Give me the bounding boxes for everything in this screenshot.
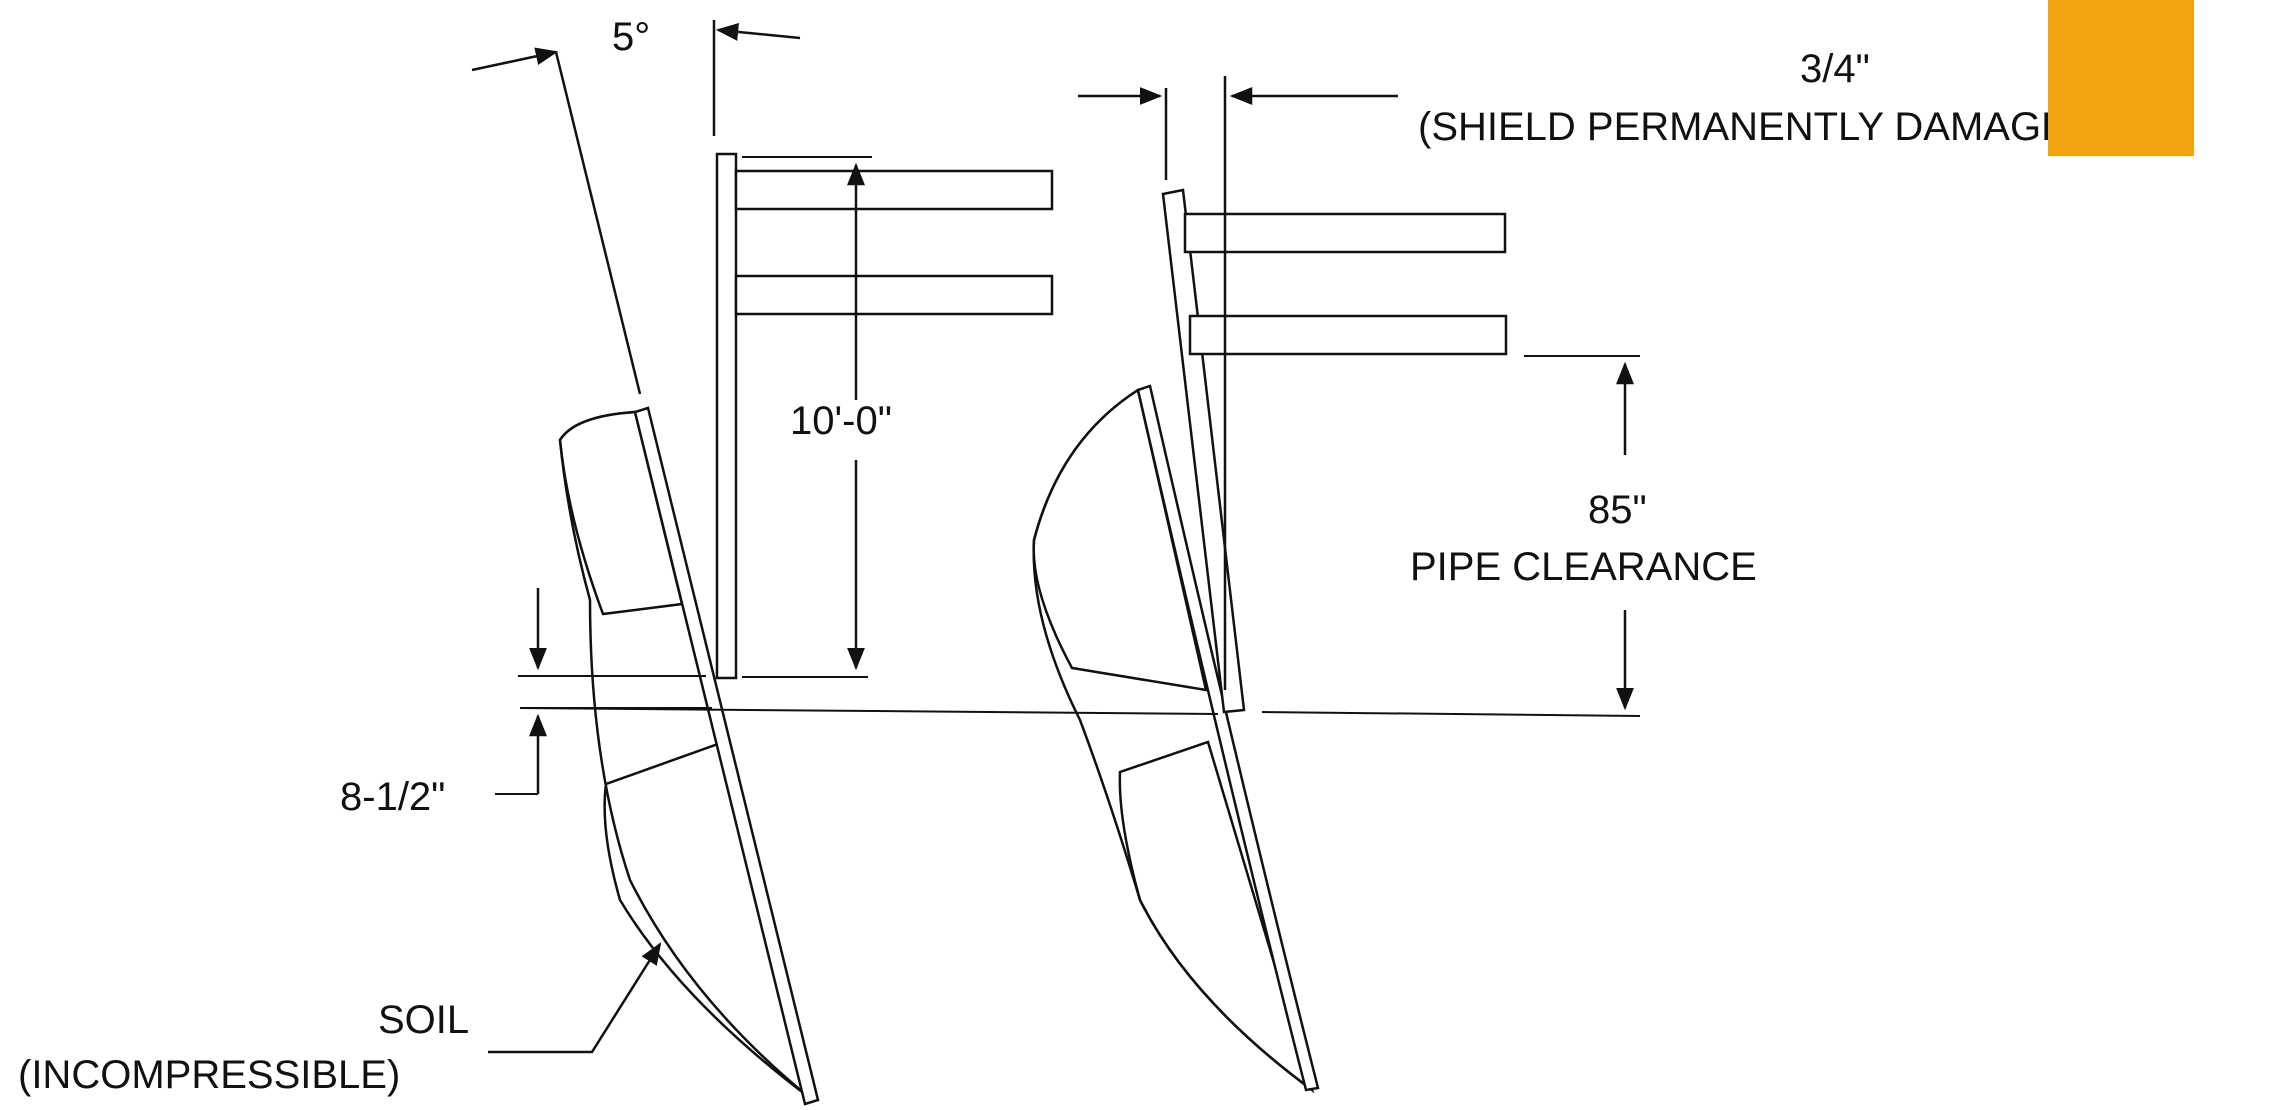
incompressible-label: (INCOMPRESSIBLE)	[18, 1053, 400, 1097]
eighty-five-label: 85"	[1588, 488, 1647, 532]
right-strut-top	[1183, 212, 1507, 254]
angle-label: 5°	[612, 15, 650, 59]
eight-half-label: 8-1/2"	[340, 775, 445, 819]
angle-reference-line	[554, 51, 642, 395]
left-vertical-plate	[715, 152, 738, 680]
three-quarter-label: 3/4"	[1800, 47, 1870, 91]
soil-label: SOIL	[378, 998, 469, 1042]
ten-foot-label: 10'-0"	[790, 399, 892, 443]
soil-leader-line	[488, 942, 662, 1054]
left-strut-bottom	[734, 274, 1054, 316]
pipe-clearance-label: PIPE CLEARANCE	[1410, 545, 1757, 589]
orange-overlay-block	[2048, 0, 2194, 156]
left-shield-group	[471, 20, 1054, 1106]
left-soil-boundary	[558, 410, 811, 1099]
shield-note-label: (SHIELD PERMANENTLY DAMAGED)	[1418, 105, 2110, 149]
right-shield-group	[1032, 76, 1641, 1094]
ground-line	[519, 707, 1219, 715]
left-tilted-plate	[633, 406, 820, 1106]
left-strut-top	[734, 169, 1054, 211]
left-soil-lower	[603, 742, 813, 1102]
right-tilted-plate	[1136, 384, 1320, 1092]
right-strut-bottom	[1188, 314, 1508, 356]
right-soil-boundary	[1032, 388, 1313, 1092]
